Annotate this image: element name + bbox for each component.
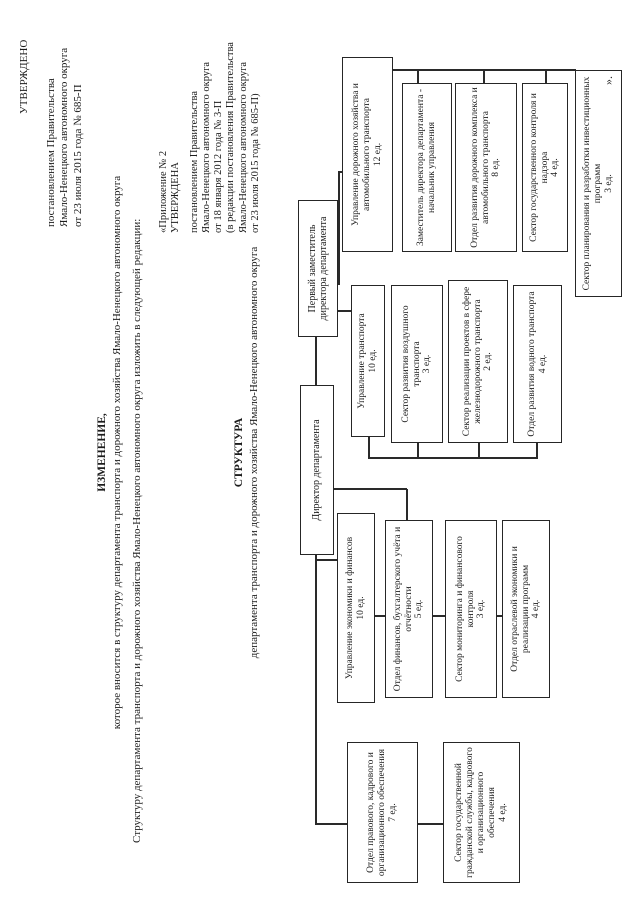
org-box-label: Заместитель директора департамента - нач… <box>416 89 437 246</box>
connector-line <box>315 337 317 385</box>
connector-line <box>315 823 347 825</box>
connector-line <box>375 615 385 617</box>
connector-line <box>393 69 576 71</box>
org-box-units: 2 ед. <box>483 352 494 371</box>
connector-line <box>334 488 407 490</box>
connector-line <box>368 457 537 459</box>
org-box-air-transport-sector: Сектор развития воздушного транспорта 3 … <box>391 285 443 443</box>
approval-block: УТВЕРЖДЕНО постановлением Правительства … <box>18 7 85 227</box>
org-box-units: 4 ед. <box>497 803 508 822</box>
document-title: ИЗМЕНЕНИЕ, <box>96 413 108 492</box>
org-box-branch-economy-department: Отдел отраслевой экономики и реализации … <box>502 520 550 698</box>
connector-line <box>338 310 351 312</box>
approval-line: УТВЕРЖДЕНО <box>18 39 30 114</box>
connector-line <box>338 172 340 285</box>
annex-line: Ямало-Ненецкого автономного округа <box>200 61 212 233</box>
org-box-label: Сектор планирования и разработки инвести… <box>582 76 604 291</box>
org-box-economy-department: Управление экономики и финансов 10 ед. <box>337 513 375 703</box>
connector-line <box>406 489 408 520</box>
body-paragraph: Структуру департамента транспорта и доро… <box>131 218 143 843</box>
org-box-label: Управление экономики и финансов <box>345 536 356 680</box>
org-box-finance-department: Отдел финансов, бухгалтерского учёта и о… <box>385 520 433 698</box>
org-box-transport-department: Управление транспорта 10 ед. <box>351 285 385 437</box>
approval-line: постановлением Правительства <box>44 78 57 227</box>
annex-line: «Приложение № 2 <box>158 150 169 233</box>
org-box-units: 4 ед. <box>550 158 561 177</box>
org-box-units: 7 ед. <box>387 803 398 822</box>
org-box-label: Отдел развития водного транспорта <box>526 291 537 437</box>
org-box-label: Отдел отраслевой экономики и реализации … <box>509 546 531 672</box>
approval-line: Ямало-Ненецкого автономного округа <box>58 47 70 227</box>
connector-line <box>478 443 480 459</box>
org-box-units: 4 ед. <box>531 599 542 619</box>
connector-line <box>418 823 443 825</box>
org-box-director: Директор департамента <box>300 385 334 555</box>
org-box-civil-service-sector: Сектор государственной гражданской служб… <box>443 742 520 883</box>
org-box-label: Отдел финансов, бухгалтерского учёта и о… <box>392 526 414 692</box>
connector-line <box>315 559 337 561</box>
connector-line <box>545 70 547 83</box>
org-box-label: Директор департамента <box>311 419 323 521</box>
org-box-units: 4 ед. <box>537 354 548 374</box>
approval-line: от 23 июля 2015 года № 685-П <box>71 84 84 227</box>
org-box-label: Первый заместитель директора департамент… <box>306 216 330 321</box>
org-box-state-control-sector: Сектор государственного контроля и надзо… <box>522 83 568 252</box>
org-box-planning-sector: Сектор планирования и разработки инвести… <box>575 70 622 297</box>
annex-block: «Приложение № 2 УТВЕРЖДЕНА постановление… <box>158 33 262 233</box>
org-box-legal-department: Отдел правового, кадрового и организацио… <box>347 742 418 883</box>
org-box-units: 3 ед. <box>603 174 614 193</box>
org-box-label: Сектор государственной гражданской служб… <box>454 747 497 878</box>
connector-line <box>497 615 502 617</box>
org-box-units: 5 ед. <box>414 599 425 619</box>
org-box-label: Управление транспорта <box>357 313 368 409</box>
org-box-label: Сектор государственного контроля и надзо… <box>528 93 550 242</box>
org-box-rail-projects-sector: Сектор реализации проектов в сфере желез… <box>448 280 508 443</box>
connector-line <box>483 70 485 83</box>
annex-line: постановлением Правительства <box>188 90 200 233</box>
org-box-label: Отдел правового, кадрового и организацио… <box>366 748 388 877</box>
org-box-units: 3 ед. <box>476 599 487 619</box>
org-box-road-department: Управление дорожного хозяйства и автомоб… <box>342 57 393 252</box>
annex-line: УТВЕРЖДЕНА <box>170 162 182 233</box>
org-box-water-transport-department: Отдел развития водного транспорта 4 ед. <box>513 285 562 443</box>
connector-line <box>433 615 445 617</box>
org-box-units: 10 ед. <box>356 596 366 620</box>
org-box-units: 12 ед. <box>372 142 383 167</box>
structure-title: СТРУКТУРА <box>233 417 245 488</box>
structure-subtitle: департамента транспорта и дорожного хозя… <box>248 246 260 659</box>
annex-line: от 18 января 2012 года № 3-П <box>213 100 225 233</box>
org-box-label: Сектор развития воздушного транспорта <box>400 305 422 423</box>
closing-quote-mark: ». <box>601 76 615 85</box>
connector-line <box>338 171 343 173</box>
org-box-label: Управление дорожного хозяйства и автомоб… <box>351 83 373 226</box>
org-box-label: Отдел развития дорожного комплекса и авт… <box>469 87 491 248</box>
org-box-first-deputy: Первый заместитель директора департамент… <box>298 200 338 337</box>
connector-line <box>417 443 419 459</box>
org-box-label: Сектор мониторинга и финансового контрол… <box>454 536 476 682</box>
org-box-deputy-head: Заместитель директора департамента - нач… <box>402 83 452 252</box>
connector-line <box>315 555 317 825</box>
org-box-units: 10 ед. <box>368 349 378 373</box>
connector-line <box>368 437 370 459</box>
org-box-units: 8 ед. <box>491 158 502 177</box>
connector-line <box>536 443 538 459</box>
org-box-monitoring-sector: Сектор мониторинга и финансового контрол… <box>445 520 497 698</box>
org-box-units: 3 ед. <box>422 354 433 374</box>
org-box-road-complex-department: Отдел развития дорожного комплекса и авт… <box>455 83 517 252</box>
document-subtitle: которое вносится в структуру департамент… <box>111 175 123 730</box>
connector-line <box>417 70 419 83</box>
org-box-label: Сектор реализации проектов в сфере желез… <box>461 286 483 437</box>
